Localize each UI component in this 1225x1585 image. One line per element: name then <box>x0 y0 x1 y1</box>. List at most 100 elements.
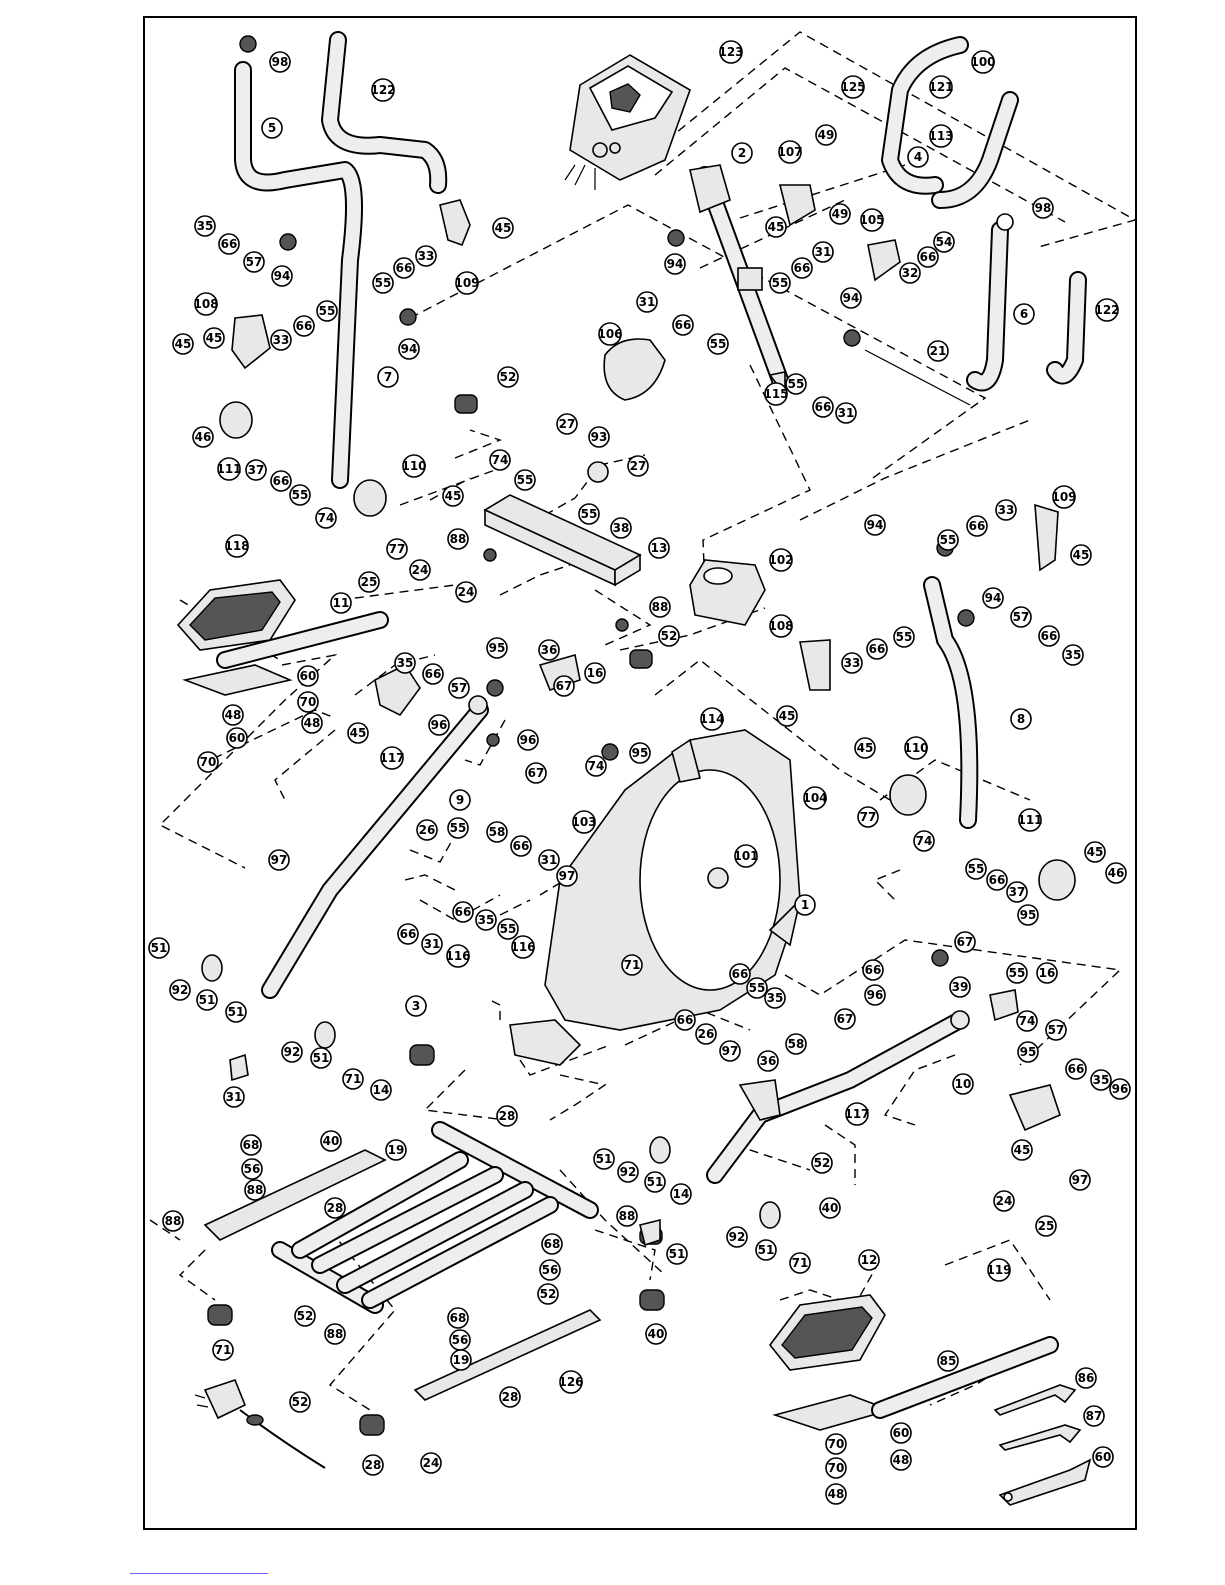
callout-circle <box>428 714 450 736</box>
callout-part-10: 10 <box>952 1073 974 1095</box>
callout-circle <box>621 954 643 976</box>
callout-circle <box>636 291 658 313</box>
callout-circle <box>1010 606 1032 628</box>
callout-number: 110 <box>903 741 928 755</box>
callout-circle <box>1065 1058 1087 1080</box>
callout-number: 46 <box>1108 866 1125 880</box>
callout-part-118: 118 <box>224 534 250 558</box>
callout-circle <box>240 1134 262 1156</box>
callout-number: 101 <box>733 849 758 863</box>
callout-circle <box>377 366 399 388</box>
callout-part-52: 52 <box>537 1283 559 1305</box>
callout-part-51: 51 <box>148 937 170 959</box>
callout-part-45: 45 <box>1084 841 1106 863</box>
callout-circle <box>497 366 519 388</box>
callout-number: 123 <box>718 45 743 59</box>
callout-part-66: 66 <box>218 233 240 255</box>
callout-number: 66 <box>221 237 238 251</box>
callout-number: 1 <box>801 898 809 912</box>
callout-circle <box>416 819 438 841</box>
callout-circle <box>982 587 1004 609</box>
callout-number: 16 <box>1039 966 1056 980</box>
callout-number: 70 <box>300 695 317 709</box>
callout-part-95: 95 <box>486 637 508 659</box>
callout-part-71: 71 <box>212 1339 234 1361</box>
callout-part-94: 94 <box>864 514 886 536</box>
callout-circle <box>380 746 404 770</box>
callout-circle <box>731 142 753 164</box>
callout-circle <box>222 704 244 726</box>
callout-number: 26 <box>698 1027 715 1041</box>
callout-part-107: 107 <box>777 140 803 164</box>
callout-part-35: 35 <box>194 215 216 237</box>
callout-number: 11 <box>333 596 350 610</box>
callout-part-125: 125 <box>840 75 866 99</box>
callout-part-33: 33 <box>995 499 1017 521</box>
callout-number: 52 <box>297 1309 314 1323</box>
callout-number: 45 <box>768 220 785 234</box>
callout-number: 51 <box>758 1243 775 1257</box>
callout-number: 67 <box>837 1012 854 1026</box>
callout-part-45: 45 <box>776 705 798 727</box>
callout-circle <box>342 1068 364 1090</box>
callout-circle <box>966 515 988 537</box>
callout-part-31: 31 <box>812 241 834 263</box>
tools <box>993 1384 1092 1506</box>
callout-circle <box>269 51 291 73</box>
callout-part-88: 88 <box>324 1323 346 1345</box>
callout-part-95: 95 <box>1017 1041 1039 1063</box>
callout-number: 55 <box>375 276 392 290</box>
callout-circle <box>452 901 474 923</box>
callout-part-66: 66 <box>812 396 834 418</box>
callout-part-46: 46 <box>1105 862 1127 884</box>
callout-number: 55 <box>749 981 766 995</box>
callout-number: 45 <box>350 726 367 740</box>
callout-number: 51 <box>596 1152 613 1166</box>
callout-circle <box>987 1258 1011 1282</box>
callout-number: 70 <box>828 1437 845 1451</box>
callout-number: 55 <box>517 473 534 487</box>
callout-part-51: 51 <box>666 1243 688 1265</box>
callout-circle <box>442 485 464 507</box>
callout-number: 60 <box>300 669 317 683</box>
callout-circle <box>192 426 214 448</box>
callout-circle <box>913 830 935 852</box>
callout-number: 114 <box>699 712 724 726</box>
callout-part-45: 45 <box>492 217 514 239</box>
callout-part-60: 60 <box>1092 1446 1114 1468</box>
callout-number: 45 <box>779 709 796 723</box>
callout-number: 35 <box>1093 1073 1110 1087</box>
callout-number: 51 <box>199 993 216 1007</box>
callout-number: 28 <box>365 1458 382 1472</box>
callout-part-94: 94 <box>982 587 1004 609</box>
callout-circle <box>785 373 807 395</box>
callout-number: 56 <box>244 1162 261 1176</box>
callout-circle <box>415 245 437 267</box>
callout-circle <box>666 1243 688 1265</box>
callout-number: 24 <box>423 1456 440 1470</box>
callout-part-3: 3 <box>405 995 427 1017</box>
callout-circle <box>511 935 535 959</box>
callout-part-26: 26 <box>416 819 438 841</box>
callout-part-71: 71 <box>789 1252 811 1274</box>
callout-circle <box>825 1483 847 1505</box>
callout-circle <box>700 707 724 731</box>
callout-circle <box>553 675 575 697</box>
callout-part-95: 95 <box>1017 904 1039 926</box>
callout-circle <box>1017 1041 1039 1063</box>
callout-number: 56 <box>452 1333 469 1347</box>
callout-part-58: 58 <box>486 821 508 843</box>
callout-number: 51 <box>151 941 168 955</box>
callout-part-13: 13 <box>648 537 670 559</box>
callout-part-55: 55 <box>316 300 338 322</box>
callout-number: 94 <box>985 591 1002 605</box>
callout-number: 48 <box>304 716 321 730</box>
callout-circle <box>840 287 862 309</box>
callout-circle <box>1017 904 1039 926</box>
callout-number: 87 <box>1086 1409 1103 1423</box>
callout-circle <box>310 1047 332 1069</box>
callout-number: 27 <box>630 459 647 473</box>
callout-number: 28 <box>327 1201 344 1215</box>
callout-circle <box>954 931 976 953</box>
callout-part-55: 55 <box>893 626 915 648</box>
